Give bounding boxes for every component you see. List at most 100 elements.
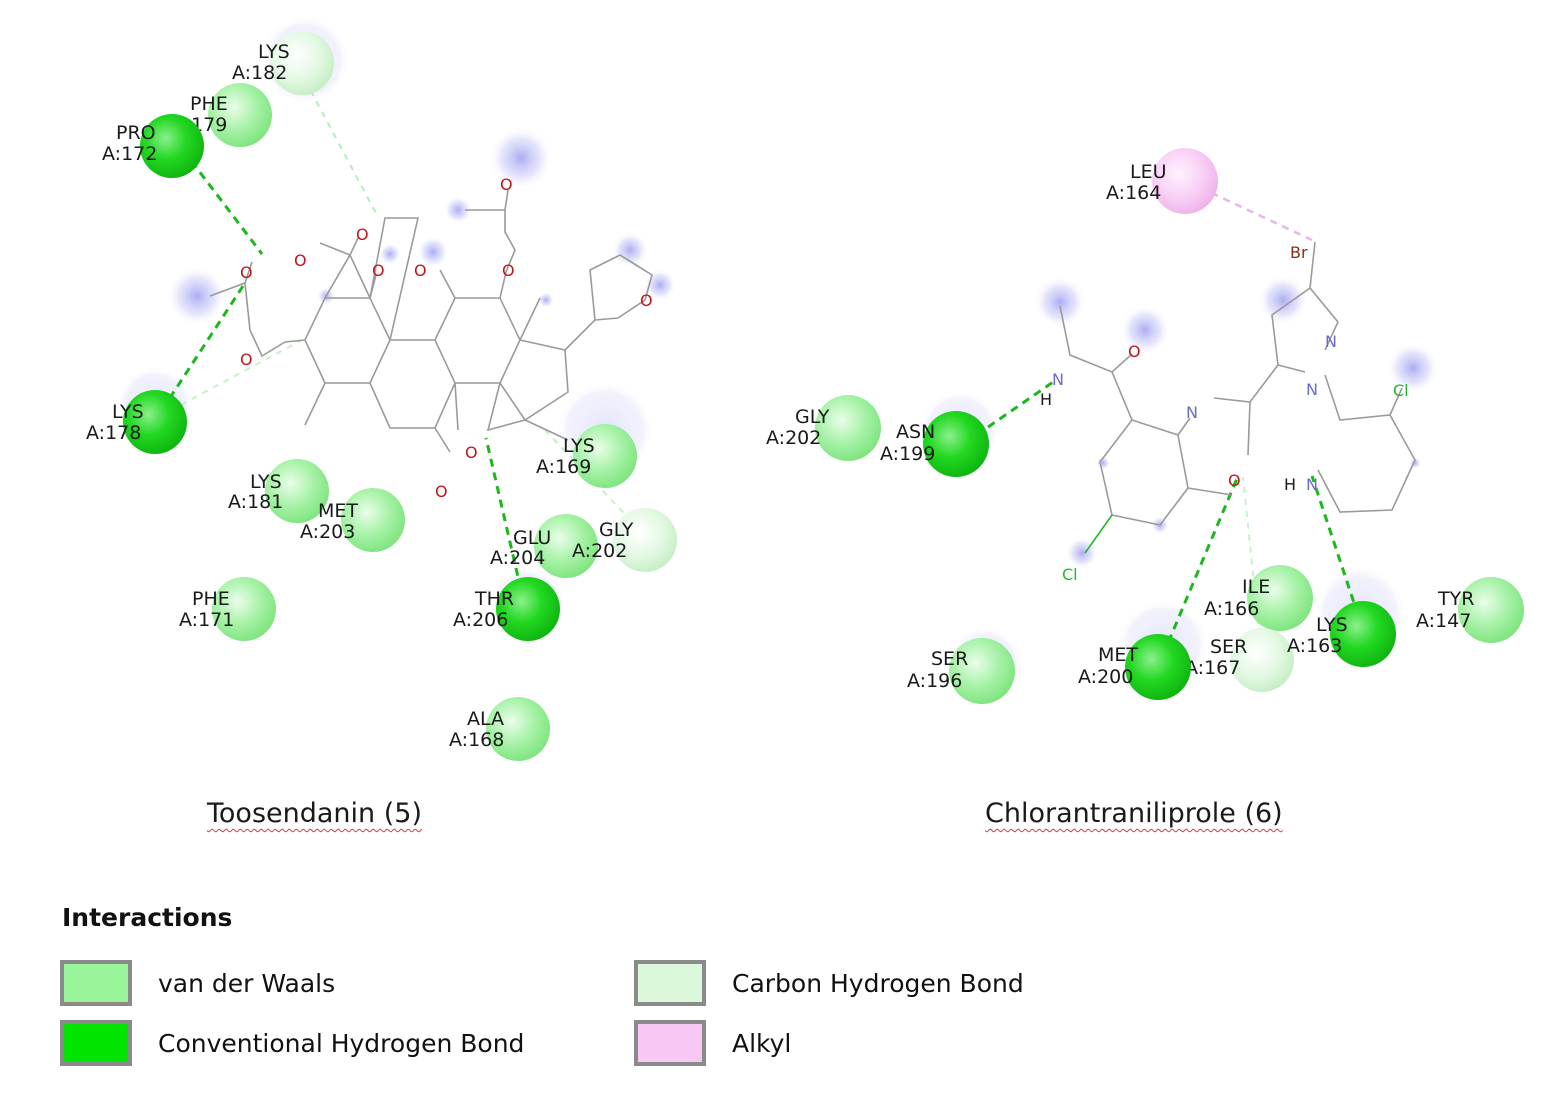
residue-name: ALA [467, 708, 504, 730]
residue-lys182: LYS A:182 [232, 31, 334, 95]
oxygen-atom: O [435, 482, 448, 501]
alkyl-line-leu164 [1187, 180, 1313, 242]
residue-number: A:164 [1106, 182, 1161, 204]
residue-name: ASN [896, 421, 935, 443]
oxygen-atom: O [356, 225, 369, 244]
residue-met200: MET A:200 [1078, 634, 1191, 700]
residue-number: A:202 [766, 427, 821, 449]
oxygen-atom: O [465, 443, 478, 462]
legend-swatch [634, 1020, 706, 1066]
residue-number: A:202 [572, 540, 627, 562]
legend-label: Carbon Hydrogen Bond [732, 968, 1024, 998]
residue-name: MET [1098, 644, 1138, 666]
residue-tyr147: TYR A:147 [1416, 577, 1524, 643]
residue-ser167: SER A:167 [1185, 628, 1294, 692]
legend-label: Conventional Hydrogen Bond [158, 1028, 525, 1058]
legend-item-carbon-hbond: Carbon Hydrogen Bond [634, 960, 1024, 1006]
oxygen-atom: O [1128, 342, 1141, 361]
solvent-halo [1258, 275, 1308, 325]
residue-number: A:167 [1185, 657, 1240, 679]
residue-met203: MET A:203 [300, 488, 405, 552]
residue-number: A:181 [228, 491, 283, 513]
residue-sphere [613, 508, 677, 572]
nitrogen-atom: N [1306, 380, 1318, 399]
residue-lys181: LYS A:181 [228, 459, 329, 523]
residue-number: A:199 [880, 443, 935, 465]
residue-number: A:206 [453, 609, 508, 631]
residue-sphere [140, 114, 204, 178]
residue-sphere [1330, 601, 1396, 667]
legend-swatch [60, 960, 132, 1006]
solvent-halo [1120, 305, 1170, 355]
residue-glu204: GLU A:204 [490, 514, 598, 578]
chlorantraniliprole-skeleton [1059, 241, 1416, 554]
residue-sphere [1230, 628, 1294, 692]
atom-labels: O O O O O O O O O O O O O N H N N N N H … [240, 175, 1409, 584]
legend-item-vdw: van der Waals [60, 960, 335, 1006]
solvent-halo [612, 232, 648, 268]
residue-number: A:200 [1078, 666, 1133, 688]
residue-number: A:147 [1416, 610, 1471, 632]
oxygen-atom: O [414, 261, 427, 280]
residue-name: LYS [1316, 614, 1348, 636]
residue-sphere [1247, 565, 1313, 631]
caption-toosendanin: Toosendanin (5) [207, 798, 422, 829]
oxygen-atom: O [240, 350, 253, 369]
residue-gly202-right: GLY A:202 [766, 395, 881, 461]
residue-ser196: SER A:196 [907, 638, 1015, 704]
solvent-halo [538, 292, 554, 308]
residue-sphere [496, 577, 560, 641]
residue-name: SER [1210, 636, 1247, 658]
hbond-line-pro172 [181, 149, 264, 255]
residue-name: MET [318, 500, 358, 522]
residue-asn199: ASN A:199 [880, 411, 989, 477]
hbond-line-thr206 [484, 437, 526, 604]
legend-item-conventional-hbond: Conventional Hydrogen Bond [60, 1020, 524, 1066]
hydrogen-atom: H [1040, 390, 1052, 409]
residue-lys163: LYS A:163 [1287, 601, 1396, 667]
residue-phe171: PHE A:171 [179, 577, 276, 641]
oxygen-atom: O [640, 291, 653, 310]
legend-title: Interactions [62, 903, 233, 932]
residue-lys178: LYS A:178 [86, 390, 187, 454]
residue-thr206: THR A:206 [453, 577, 560, 641]
legend-swatch [634, 960, 706, 1006]
hbond-line-met200 [1161, 475, 1240, 656]
residue-sphere [1125, 634, 1191, 700]
residue-name: SER [931, 648, 968, 670]
oxygen-atom: O [1228, 471, 1241, 490]
residue-name: LYS [258, 41, 290, 63]
residue-number: A:204 [490, 547, 545, 569]
oxygen-atom: O [500, 175, 513, 194]
hbond-line-lys178 [160, 282, 247, 411]
residue-number: A:171 [179, 609, 234, 631]
residue-number: A:172 [102, 143, 157, 165]
residue-name: TYR [1437, 588, 1474, 610]
solvent-halo [1096, 456, 1110, 470]
residue-sphere [1458, 577, 1524, 643]
residue-name: LYS [112, 401, 144, 423]
residue-number: A:168 [449, 729, 504, 751]
residue-name: THR [474, 588, 514, 610]
hydrogen-atom: H [1284, 475, 1296, 494]
oxygen-atom: O [240, 263, 253, 282]
solvent-halo [1387, 342, 1439, 394]
nitrogen-atom: N [1306, 475, 1318, 494]
residue-ile166: ILE A:166 [1204, 565, 1313, 631]
nitrogen-atom: N [1052, 370, 1064, 389]
residue-number: A:182 [232, 62, 287, 84]
right-residues: LEU A:164 GLY A:202 ASN A:199 ILE A:166 … [766, 148, 1524, 704]
residue-sphere [534, 514, 598, 578]
residue-sphere [265, 459, 329, 523]
legend-item-alkyl: Alkyl [634, 1020, 791, 1066]
residue-gly202: GLY A:202 [572, 508, 677, 572]
residue-sphere [486, 697, 550, 761]
residue-name: PHE [190, 93, 228, 115]
residue-leu164: LEU A:164 [1106, 148, 1218, 214]
oxygen-atom: O [294, 251, 307, 270]
left-residues: LYS A:182 PHE A:179 PRO A:172 LYS A:178 … [86, 31, 677, 761]
chlorine-atom: Cl [1062, 565, 1078, 584]
residue-sphere [212, 577, 276, 641]
chlorine-atom: Cl [1393, 381, 1409, 400]
residue-ala168: ALA A:168 [449, 697, 550, 761]
